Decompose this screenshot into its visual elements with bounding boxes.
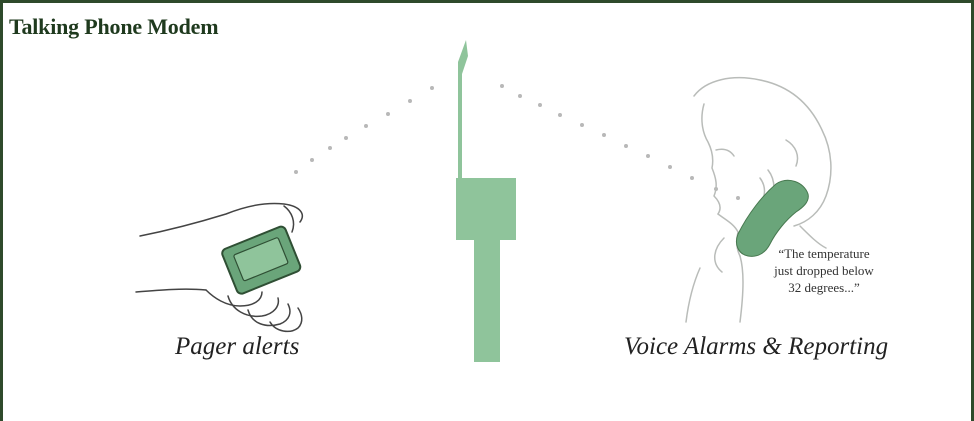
speech-quote: “The temperature just dropped below 32 d… (762, 245, 886, 296)
pager-alerts-caption: Pager alerts (175, 333, 300, 360)
signal-dots-right (500, 84, 740, 200)
quote-line-2: just dropped below (774, 263, 874, 278)
voice-alarms-caption: Voice Alarms & Reporting (624, 333, 889, 360)
phone-handset-icon (735, 179, 809, 257)
hand-pager-icon (135, 202, 304, 333)
antenna-tower-icon (456, 40, 516, 362)
quote-line-3: 32 degrees...” (788, 280, 860, 295)
signal-dots-left (294, 86, 434, 174)
page-title: Talking Phone Modem (9, 14, 219, 39)
person-phone-icon (685, 77, 832, 323)
quote-line-1: “The temperature (778, 246, 870, 261)
